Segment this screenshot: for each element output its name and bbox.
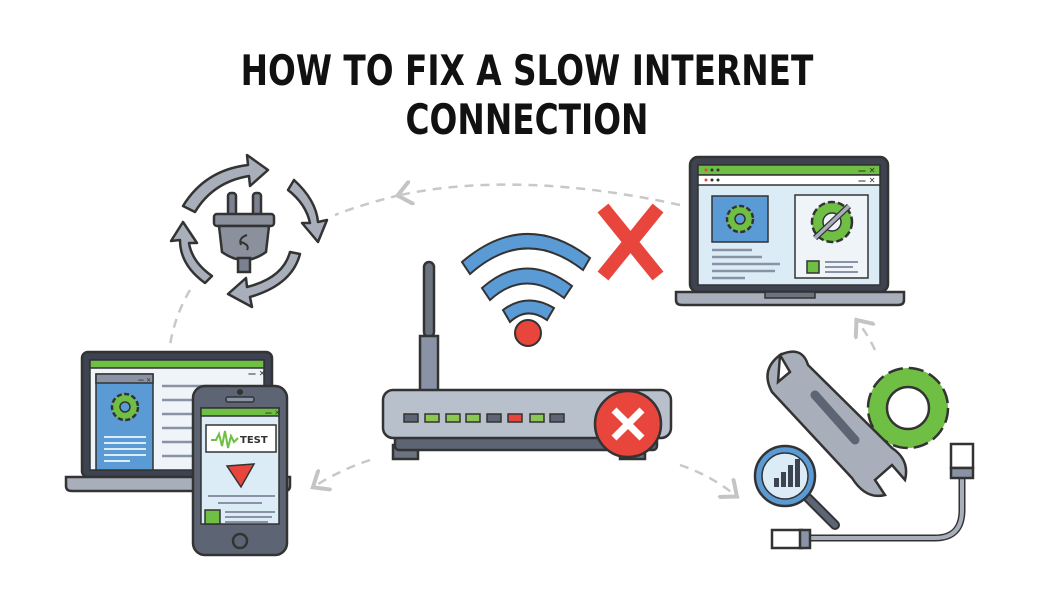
- wifi-icon: [460, 233, 592, 347]
- wifi-error-x-icon: [597, 203, 664, 281]
- router-error-icon: [593, 389, 663, 459]
- cable-icon: [770, 442, 975, 550]
- gear-icon: [110, 392, 140, 422]
- plug-icon: [212, 191, 276, 274]
- svg-text:— ✕: — ✕: [858, 166, 876, 175]
- svg-text:— ✕: — ✕: [265, 409, 280, 417]
- tools-illustration: [753, 350, 975, 550]
- gear-wrench-icon: [810, 200, 854, 244]
- svg-text:— ✕: — ✕: [138, 377, 151, 384]
- test-label: TEST: [240, 435, 268, 446]
- restart-plug-illustration: [169, 153, 329, 309]
- dashed-arrows: [168, 185, 877, 495]
- page-title: HOW TO FIX A SLOW INTERNET CONNECTION: [240, 46, 814, 144]
- cycle-arrows-icon: [169, 153, 329, 309]
- svg-text:— ✕: — ✕: [248, 369, 266, 378]
- laptop-settings-illustration: — ✕ — ✕: [674, 155, 906, 307]
- router-leds: [403, 413, 565, 423]
- svg-text:— ✕: — ✕: [858, 176, 876, 185]
- speed-test-illustration: — ✕ — ✕ — ✕ TEST: [64, 350, 292, 557]
- gear-icon: [725, 204, 755, 234]
- wrench-icon: [766, 350, 908, 498]
- magnifier-icon: [753, 444, 840, 530]
- phone-icon: — ✕ TEST: [191, 384, 289, 557]
- gear-icon: [866, 366, 950, 450]
- router-illustration: [381, 260, 673, 461]
